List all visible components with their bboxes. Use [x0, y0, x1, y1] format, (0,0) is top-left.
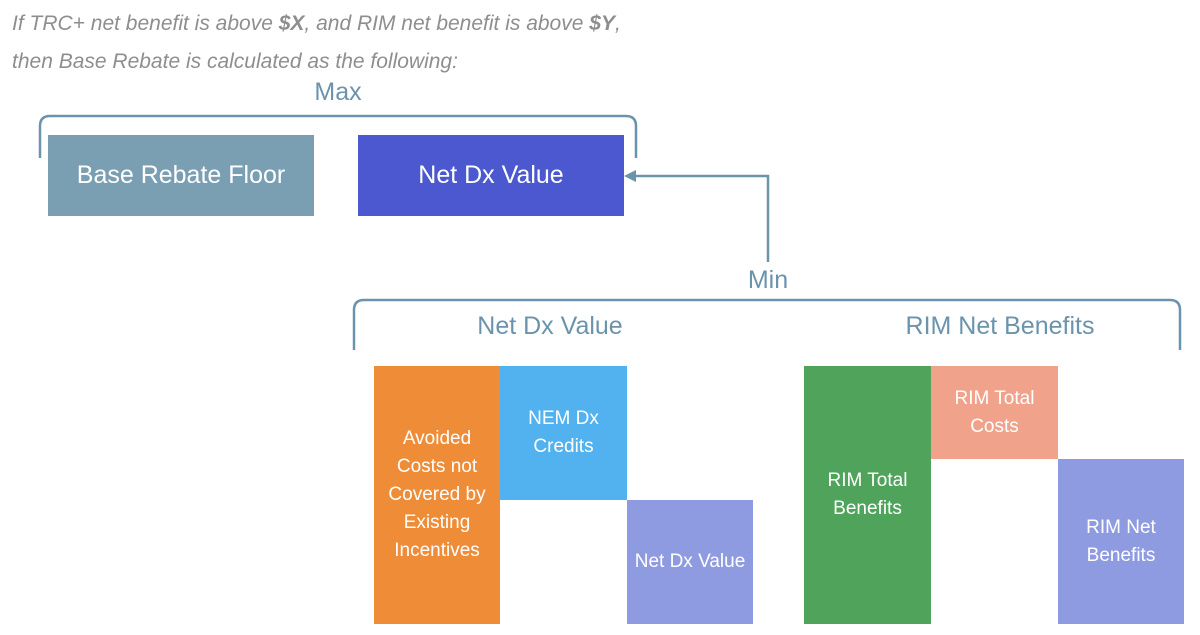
base-rebate-floor-box: Base Rebate Floor [48, 135, 314, 216]
threshold-x: $X [278, 12, 305, 35]
condition-text-a: If TRC+ net benefit is above [12, 12, 279, 35]
min-label: Min [747, 266, 789, 294]
rim-net-benefits-title: RIM Net Benefits [905, 312, 1095, 340]
net-dx-value-box: Net Dx Value [358, 135, 624, 216]
max-label: Max [314, 78, 362, 106]
rim-net-benefits-bar: RIM Net Benefits [1058, 459, 1184, 624]
threshold-y: $Y [589, 12, 615, 35]
net-dx-value-bar: Net Dx Value [627, 500, 753, 624]
condition-text-b: , and RIM net benefit is above [304, 12, 590, 35]
min-bracket [352, 298, 1182, 350]
condition-text-c: , [614, 12, 621, 35]
avoided-costs-bar: Avoided Costs not Covered by Existing In… [374, 366, 500, 624]
nem-dx-credits-bar: NEM Dx Credits [500, 366, 627, 500]
min-to-max-arrow-line [632, 174, 770, 262]
rim-total-benefits-bar: RIM Total Benefits [804, 366, 931, 624]
max-bracket [38, 114, 638, 158]
arrow-head [624, 170, 636, 182]
rim-total-costs-bar: RIM Total Costs [931, 366, 1058, 459]
condition-line-1: If TRC+ net benefit is above $X, and RIM… [12, 12, 772, 36]
net-dx-value-title: Net Dx Value [477, 312, 623, 340]
condition-line-2: then Base Rebate is calculated as the fo… [12, 50, 458, 73]
